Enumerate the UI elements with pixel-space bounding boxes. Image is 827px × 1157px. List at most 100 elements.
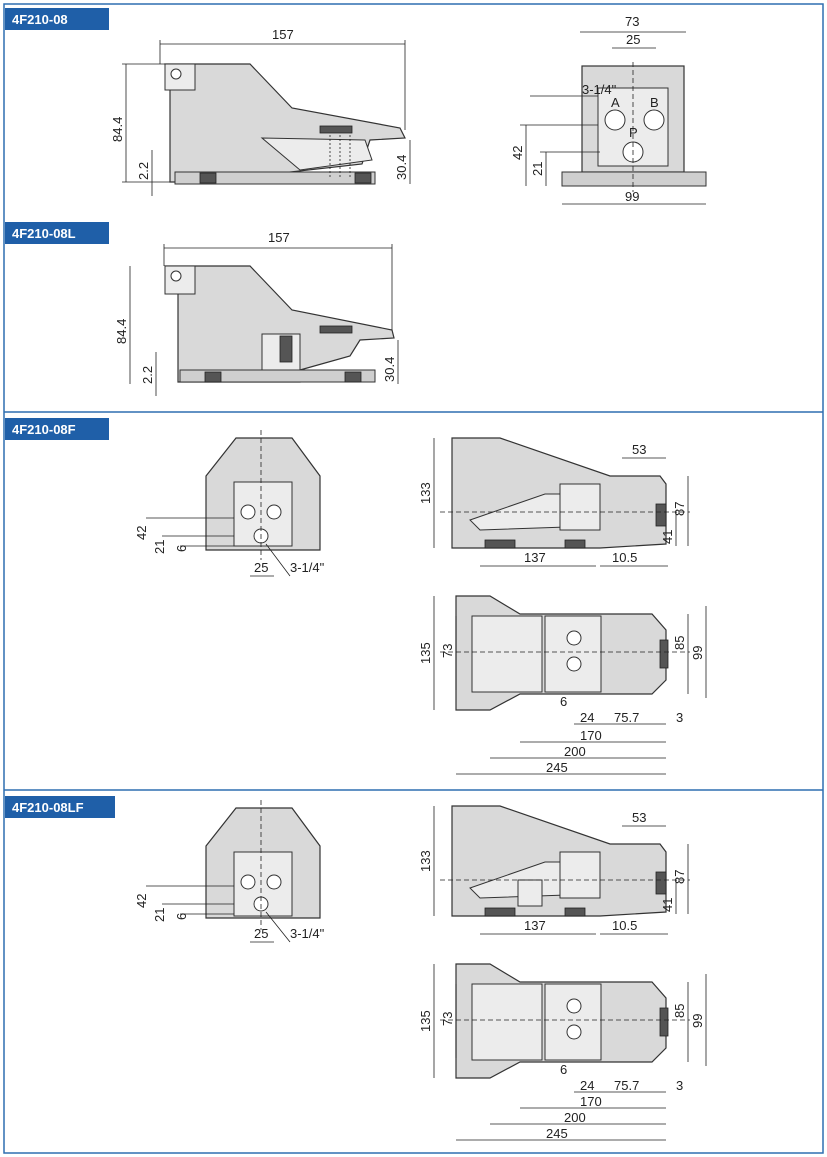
side-view-4f210-08f: 133 53 87 41 137 10.5 [418,437,690,567]
dim-height: 84.4 [114,319,129,344]
side-view-4f210-08lf: 133 53 87 41 137 10.5 [418,805,690,935]
title-tab [5,8,109,30]
handle [659,1007,669,1037]
dim-3: 3 [676,1078,683,1093]
port-size: 3-1/4" [290,926,325,941]
dim-length: 157 [268,230,290,245]
pedal-grip [319,125,353,134]
title-tab [5,222,109,244]
port-b [266,874,282,890]
dim-h6: 6 [174,913,189,920]
dim-h6: 6 [174,545,189,552]
dim-87: 87 [672,502,687,516]
handle [655,871,667,895]
pedal-plate [471,615,543,693]
dim-pedal: 30.4 [394,155,409,180]
port-b [566,1024,582,1040]
dim-port-spacing: 25 [254,926,268,941]
foot [564,907,586,917]
lock-mechanism [517,879,543,907]
handle [659,639,669,669]
dim-41: 41 [660,898,675,912]
mount-screw [354,172,372,184]
port-p-label: P [629,125,638,140]
foot [484,539,516,549]
dim-170: 170 [580,728,602,743]
pedal-body [164,265,395,383]
dim-10-5: 10.5 [612,550,637,565]
dim-height: 84.4 [110,117,125,142]
port-a [604,109,626,131]
mount-screw [344,371,362,383]
dim-height: 133 [418,850,433,872]
section-title-4f210-08f: 4F210-08F [5,418,109,440]
dim-24: 24 [580,710,594,725]
dim-75-7: 75.7 [614,1078,639,1093]
section-title-4f210-08l: 4F210-08L [5,222,109,244]
dim-3: 3 [676,710,683,725]
foot [564,539,586,549]
dim-245: 245 [546,760,568,775]
dim-6: 6 [560,1062,567,1077]
valve-block [544,983,602,1061]
dim-h21: 21 [152,908,167,922]
top-view-4f210-08lf: 135 73 85 99 6 24 75.7 3 170 200 245 [418,963,707,1141]
section-title-text: 4F210-08LF [12,800,84,815]
side-view-4f210-08: 157 84.4 2.2 30.4 [110,27,411,196]
lock-pin [279,335,293,363]
dim-width-top: 73 [625,14,639,29]
section-title-text: 4F210-08L [12,226,76,241]
port-a [566,998,582,1014]
dim-port-spacing: 25 [254,560,268,575]
dim-73: 73 [440,644,455,658]
front-view-4f210-08lf: 42 21 6 25 3-1/4" [134,800,325,943]
port-a-label: A [611,95,620,110]
port-a [240,874,256,890]
dim-170: 170 [580,1094,602,1109]
pedal-plate [471,983,543,1061]
sheet-border [3,3,824,1154]
dim-h21: 21 [152,540,167,554]
port-a [240,504,256,520]
dim-87: 87 [672,870,687,884]
dim-h21: 21 [530,162,545,176]
hinge-block [164,265,196,295]
dim-base-width: 99 [625,189,639,204]
title-tab [5,418,109,440]
dim-41: 41 [660,530,675,544]
dim-base: 2.2 [136,162,151,180]
dim-height: 133 [418,482,433,504]
dim-135: 135 [418,1010,433,1032]
dim-h42: 42 [510,146,525,160]
valve-block [544,615,602,693]
dim-85: 85 [672,1004,687,1018]
section-title-4f210-08lf: 4F210-08LF [5,796,115,818]
pedal-grip [319,325,353,334]
pedal-body [164,63,406,183]
side-view-4f210-08l: 157 84.4 2.2 30.4 [114,230,399,396]
dim-245: 245 [546,1126,568,1141]
dim-99: 99 [690,1014,705,1028]
port-b [643,109,665,131]
hinge-pin [170,270,182,282]
dim-24: 24 [580,1078,594,1093]
dim-pedal: 30.4 [382,357,397,382]
dim-200: 200 [564,744,586,759]
dim-73: 73 [440,1012,455,1026]
section-title-text: 4F210-08 [12,12,68,27]
front-view-4f210-08: A B P 73 25 3-1/4" 42 21 99 [510,14,707,205]
port-size: 3-1/4" [290,560,325,575]
section-title-text: 4F210-08F [12,422,76,437]
dim-length: 157 [272,27,294,42]
valve-block [559,851,601,899]
dim-53: 53 [632,810,646,825]
handle [655,503,667,527]
section-title-4f210-08: 4F210-08 [5,8,109,30]
mount-screw [204,371,222,383]
title-tab [5,796,115,818]
port-b-label: B [650,95,659,110]
port-b [566,656,582,672]
dim-base: 2.2 [140,366,155,384]
port-size: 3-1/4" [582,82,617,97]
